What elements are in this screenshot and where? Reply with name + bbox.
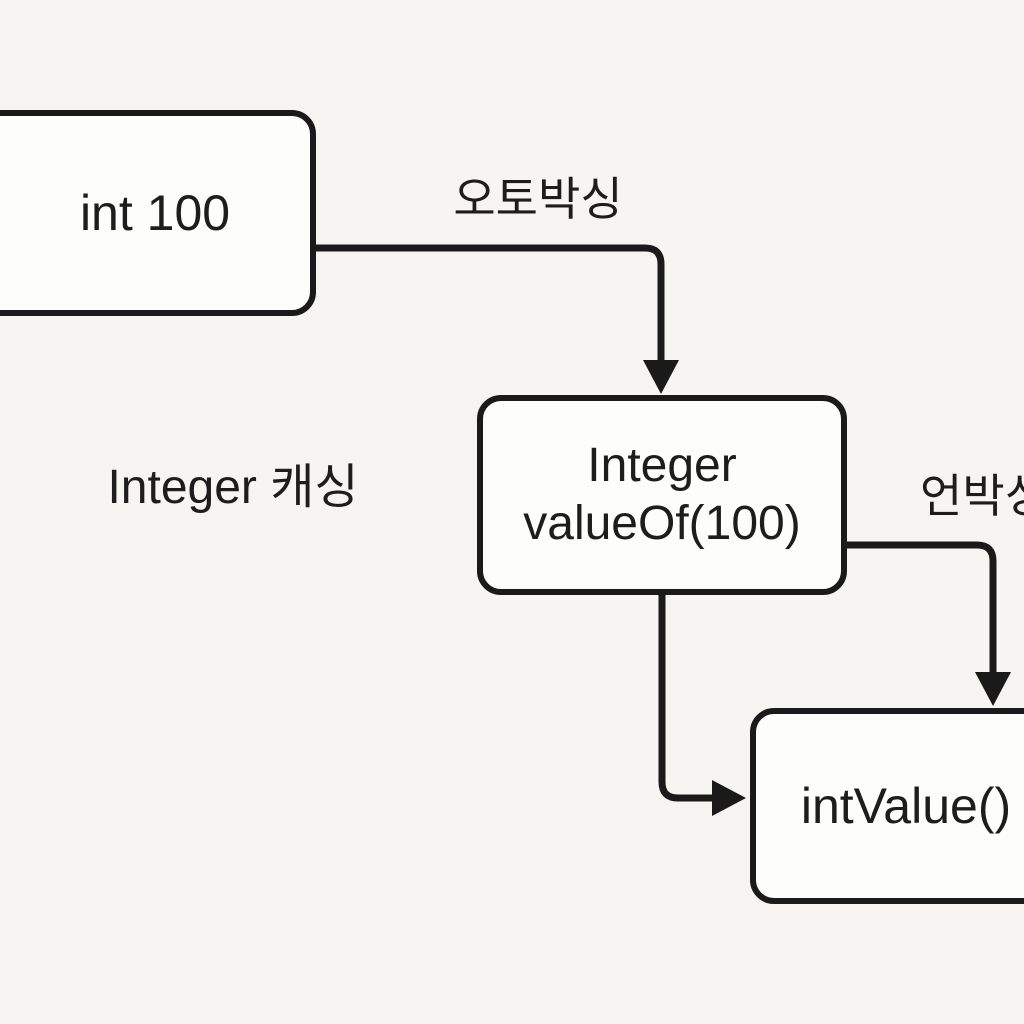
arrow-valueof-to-intvalue: [658, 592, 746, 816]
label-unboxing: 언박싱: [920, 470, 1024, 522]
arrowhead-right-icon: [712, 780, 746, 816]
node-integer-valueof: Integer valueOf(100): [477, 395, 847, 595]
label-autoboxing: 오토박싱: [453, 173, 623, 225]
arrowhead-down-icon: [643, 360, 679, 394]
node-int-100: int 100: [0, 110, 316, 316]
node-intvalue-label: intValue(): [800, 778, 1012, 834]
node-valueof-label-line2: valueOf(100): [523, 497, 801, 550]
node-intvalue: intValue(): [750, 708, 1024, 904]
label-integer-caching: Integer 캐싱: [107, 461, 359, 514]
arrow-unboxing: [845, 541, 1011, 706]
node-valueof-label-line1: Integer: [587, 439, 737, 493]
node-int-100-label: int 100: [79, 185, 231, 241]
arrowhead-down-icon: [975, 672, 1011, 706]
arrow-autoboxing: [313, 244, 679, 394]
